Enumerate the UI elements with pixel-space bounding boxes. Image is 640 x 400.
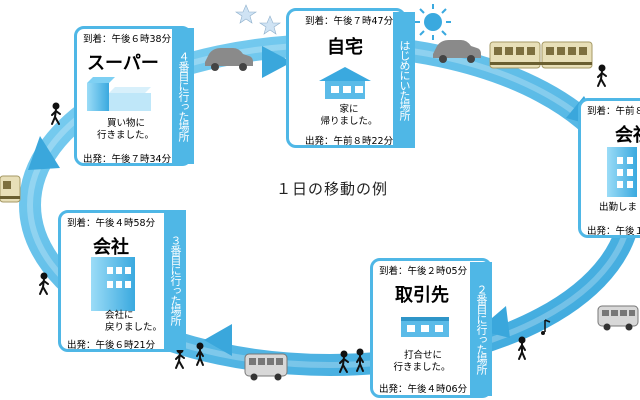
departure-time: 出発：午前８時22分 <box>305 136 394 147</box>
train-icon <box>489 41 593 69</box>
card-supermarket: 到着：午後６時38分 スーパー 買い物に 行きました。 出発：午後７時34分 <box>74 26 192 166</box>
departure-time: 出発：午後４時06分 <box>379 384 468 395</box>
order-band-office-left: ３番目に行った場所 <box>164 210 186 350</box>
order-band-home: はじめにいた場所 <box>393 12 415 148</box>
card-home: 到着：午後７時47分 自宅 家に 帰りました。 出発：午前８時22分 <box>286 8 406 148</box>
building-icon <box>607 147 637 197</box>
note-line-1: 会社に <box>105 310 134 321</box>
sun-icon <box>415 4 451 40</box>
arrival-time: 到着：午後４時58分 <box>67 218 156 229</box>
place-name: 自宅 <box>327 37 363 58</box>
note-line-2: 戻りました。 <box>105 322 163 333</box>
place-name: 会社 <box>93 237 129 258</box>
car-icon <box>205 48 253 71</box>
order-band-client: ２番目に行った場所 <box>470 262 492 396</box>
office-building-icon <box>401 317 449 337</box>
place-name: スーパー <box>87 53 159 74</box>
music-note-icon <box>541 319 551 335</box>
arrival-time: 到着：午後７時47分 <box>305 16 394 27</box>
arrival-time: 到着：午後２時05分 <box>379 266 468 277</box>
note-line-1: 家に <box>339 104 359 115</box>
order-band-supermarket: ４番目に行った場所 <box>172 28 194 164</box>
building-icon <box>91 257 135 311</box>
arrival-time: 到着：午前８ <box>587 106 640 117</box>
bus-icon <box>597 305 639 331</box>
place-name: 会社 <box>615 125 640 146</box>
store-icon <box>87 77 151 111</box>
arrowhead-left <box>28 136 60 170</box>
house-icon <box>319 67 371 99</box>
card-office-right: 到着：午前８ 会社 出勤しま 出発：午後１ <box>578 98 640 238</box>
note-line-2: 帰りました。 <box>320 116 378 127</box>
departure-time: 出発：午後７時34分 <box>83 154 172 165</box>
note-line-2: 行きました。 <box>393 362 451 373</box>
arrival-time: 到着：午後６時38分 <box>83 34 172 45</box>
arrowhead-top <box>262 46 292 78</box>
departure-time: 出発：午後１ <box>587 226 640 237</box>
note-line-1: 打合せに <box>403 350 442 361</box>
note-line-1: 買い物に <box>107 118 146 129</box>
note-line-2: 行きました。 <box>97 130 155 141</box>
diagram-title: １日の移動の例 <box>276 180 389 198</box>
card-office-left: 到着：午後４時58分 会社 会社に 戻りました。 出発：午後６時21分 <box>58 210 180 352</box>
arrowhead-bottom <box>204 324 232 356</box>
bus-icon-2 <box>244 353 288 381</box>
place-name: 取引先 <box>395 285 449 306</box>
car-icon-2 <box>433 40 481 63</box>
train-icon-left <box>0 175 21 203</box>
stars-icon <box>235 4 281 35</box>
note-line-1: 出勤しま <box>599 202 638 213</box>
departure-time: 出発：午後６時21分 <box>67 340 156 351</box>
